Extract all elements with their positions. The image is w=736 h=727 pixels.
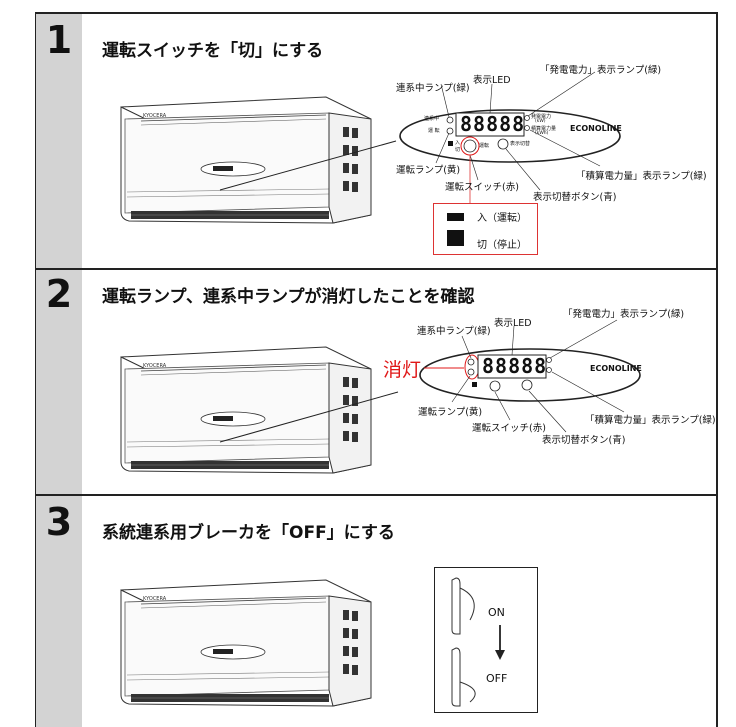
switch-on-icon [447, 213, 464, 221]
panel-label-total: 積算電力量 [531, 126, 557, 132]
panel-label-on: 入 [455, 140, 461, 146]
breaker-switch-diagram: ON OFF [434, 567, 538, 713]
step-2: 2 運転ランプ、連系中ランプが消灯したことを確認 [36, 270, 717, 494]
breaker-lever-off [451, 647, 461, 707]
panel-label-run-switch: 運転 [479, 143, 490, 149]
step-number: 1 [45, 18, 73, 62]
label-run-lamp: 運転ランプ(黄) [418, 407, 483, 418]
step-number-bar [36, 14, 82, 268]
switch-legend: 入（運転） 切（停止） [433, 203, 538, 255]
panel-label-gen-unit: (kW) [535, 119, 546, 124]
step-title: 運転スイッチを「切」にする [102, 41, 324, 61]
brand-logo: ECONOLINE [570, 124, 622, 133]
operation-panel-1 [219, 71, 621, 203]
step-number-bar [36, 270, 82, 494]
step-divider [35, 268, 718, 270]
step-divider [35, 494, 718, 496]
legend-on-label: 入（運転） [477, 213, 527, 224]
label-display-led: 表示LED [494, 318, 532, 329]
panel-label-linking: 連系中 [424, 116, 440, 122]
label-gen-power-lamp: 「発電電力」表示ランプ(緑) [563, 309, 685, 320]
label-run-switch: 運転スイッチ(赤) [445, 182, 519, 193]
label-linking-lamp: 連系中ランプ(緑) [417, 326, 491, 337]
step-1: 1 運転スイッチを「切」にする [36, 14, 717, 268]
label-run-lamp: 運転ランプ(黄) [396, 165, 461, 176]
step-number-bar [36, 496, 82, 727]
label-display-button: 表示切替ボタン(青) [542, 435, 626, 446]
legend-off-label: 切（停止） [477, 240, 527, 251]
panel-label-run: 運 転 [428, 128, 440, 134]
switch-off-icon [447, 230, 464, 246]
step-number: 2 [45, 272, 73, 316]
label-gen-power-lamp: 「発電電力」表示ランプ(緑) [540, 65, 662, 76]
panel-label-gen: 発電電力 [531, 114, 552, 120]
step-number: 3 [45, 500, 73, 544]
step-title: 系統連系用ブレーカを「OFF」にする [102, 523, 395, 543]
label-total-power-lamp: 「積算電力量」表示ランプ(緑) [576, 171, 707, 182]
label-run-switch: 運転スイッチ(赤) [472, 423, 546, 434]
breaker-off-label: OFF [486, 672, 508, 685]
panel-label-display-switch: 表示切替 [510, 141, 531, 147]
led-display: 88888 [482, 354, 548, 378]
panel-label-off: 切 [455, 147, 461, 153]
operation-panel-2 [219, 319, 641, 443]
breaker-lever-on [451, 577, 461, 635]
label-display-led: 表示LED [473, 75, 511, 86]
step-3: 3 系統連系用ブレーカを「OFF」にする [36, 496, 717, 727]
brand-logo: ECONOLINE [590, 364, 642, 373]
lamp-off-annotation: 消灯 [383, 359, 422, 381]
label-display-button: 表示切替ボタン(青) [533, 192, 617, 203]
panel-label-total-unit: (kWh) [535, 131, 549, 136]
step-title: 運転ランプ、連系中ランプが消灯したことを確認 [102, 287, 475, 307]
led-display: 88888 [460, 112, 526, 136]
label-linking-lamp: 連系中ランプ(緑) [396, 83, 470, 94]
label-total-power-lamp: 「積算電力量」表示ランプ(緑) [585, 415, 716, 426]
breaker-on-label: ON [488, 606, 505, 619]
